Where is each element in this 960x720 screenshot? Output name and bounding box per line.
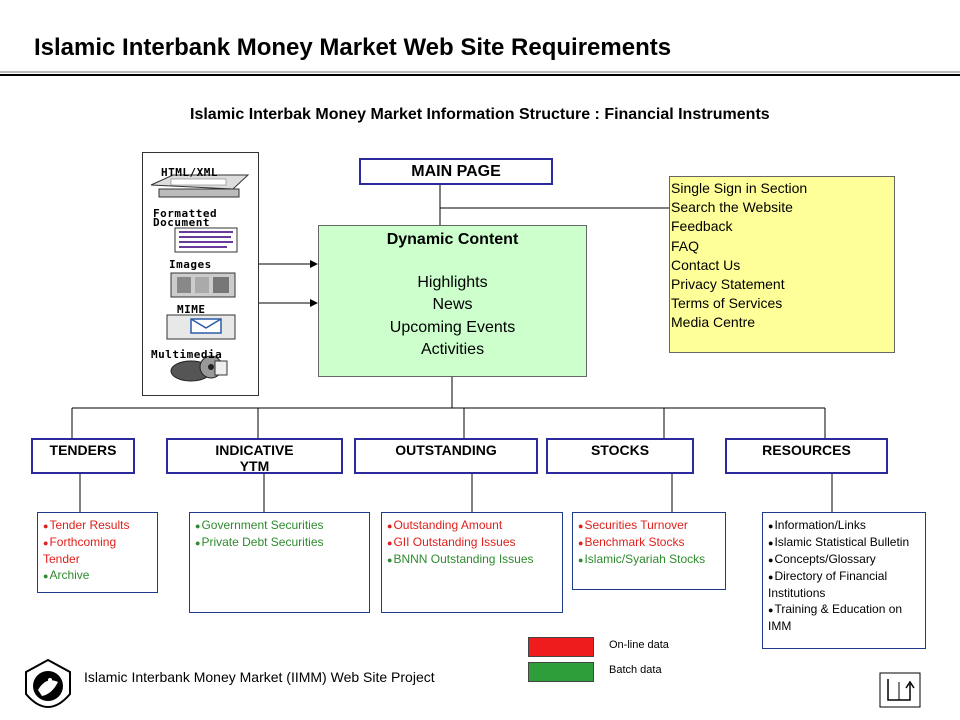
bullet-icon: ● — [578, 538, 584, 548]
iimm-logo-icon — [25, 658, 71, 708]
sub-item-text: Outstanding Amount — [393, 518, 503, 532]
sub-item-text: Forthcoming Tender — [43, 535, 117, 566]
dynamic-content-box: Dynamic Content Highlights News Upcoming… — [318, 225, 587, 377]
legend-swatch-online — [528, 637, 594, 657]
format-label-mime: MIME — [177, 303, 206, 316]
sub-item-text: GII Outstanding Issues — [393, 535, 516, 549]
site-link: Search the Website — [671, 199, 793, 216]
sub-item-text: Tender Results — [49, 518, 130, 532]
tenders-list: ●Tender Results●Forthcoming Tender●Archi… — [37, 512, 158, 593]
category-resources: RESOURCES — [725, 438, 888, 474]
bullet-icon: ● — [387, 555, 393, 565]
image-icon — [170, 272, 236, 298]
sub-item: ●Archive — [43, 567, 154, 584]
sub-item: ●Islamic/Syariah Stocks — [578, 551, 722, 568]
sub-item-text: Information/Links — [774, 518, 866, 532]
sub-item: ●Concepts/Glossary — [768, 551, 922, 568]
return-nav-icon — [879, 672, 921, 708]
main-page-box: MAIN PAGE — [359, 158, 553, 185]
legend-label-online: On-line data — [609, 639, 669, 651]
document-icon — [174, 227, 238, 253]
sub-item-text: Benchmark Stocks — [584, 535, 685, 549]
sub-item-text: Directory of Financial Institutions — [768, 569, 888, 600]
category-indicative-ytm: INDICATIVE YTM — [166, 438, 343, 474]
sub-item-text: Training & Education on IMM — [768, 602, 903, 633]
sub-item: ●Outstanding Amount — [387, 517, 559, 534]
format-label-document: Document — [153, 216, 210, 229]
sub-item: ●Private Debt Securities — [195, 534, 366, 551]
sub-item: ●BNNN Outstanding Issues — [387, 551, 559, 568]
sub-item-text: Securities Turnover — [584, 518, 688, 532]
sub-item-text: Islamic Statistical Bulletin — [774, 535, 910, 549]
sub-item-text: BNNN Outstanding Issues — [393, 552, 534, 566]
dynamic-item: Upcoming Events — [389, 318, 516, 336]
format-label-images: Images — [169, 258, 212, 271]
category-stocks: STOCKS — [546, 438, 694, 474]
sub-item: ●Forthcoming Tender — [43, 534, 154, 567]
format-label-html-xml: HTML/XML — [161, 166, 218, 179]
mail-icon — [166, 314, 236, 340]
site-link: FAQ — [671, 237, 700, 254]
dynamic-item: News — [432, 296, 473, 313]
printer-icon — [150, 174, 250, 198]
site-link: Terms of Services — [671, 295, 783, 312]
bullet-icon: ● — [387, 538, 393, 548]
resources-list: ●Information/Links●Islamic Statistical B… — [762, 512, 926, 649]
bullet-icon: ● — [195, 538, 201, 548]
site-link: Media Centre — [671, 314, 756, 331]
sub-item: ●Tender Results — [43, 517, 154, 534]
category-outstanding: OUTSTANDING — [354, 438, 538, 474]
outstanding-list: ●Outstanding Amount●GII Outstanding Issu… — [381, 512, 563, 613]
site-link: Feedback — [671, 218, 733, 235]
sub-item: ●Securities Turnover — [578, 517, 722, 534]
bullet-icon: ● — [768, 572, 774, 582]
sub-item-text: Archive — [49, 568, 90, 582]
cd-icon — [170, 355, 228, 382]
category-tenders: TENDERS — [31, 438, 135, 474]
sub-item: ●Benchmark Stocks — [578, 534, 722, 551]
stocks-list: ●Securities Turnover●Benchmark Stocks●Is… — [572, 512, 726, 590]
sub-item: ●GII Outstanding Issues — [387, 534, 559, 551]
arrowhead-1 — [310, 260, 318, 268]
sub-item-text: Government Securities — [201, 518, 324, 532]
diagram-subtitle: Islamic Interbak Money Market Informatio… — [190, 106, 770, 123]
slide-title: Islamic Interbank Money Market Web Site … — [34, 34, 672, 61]
bullet-icon: ● — [768, 555, 774, 565]
bullet-icon: ● — [768, 605, 774, 615]
indicative-ytm-list: ●Government Securities●Private Debt Secu… — [189, 512, 370, 613]
bullet-icon: ● — [43, 571, 49, 581]
sub-item-text: Islamic/Syariah Stocks — [584, 552, 706, 566]
bullet-icon: ● — [578, 521, 584, 531]
footer-text: Islamic Interbank Money Market (IIMM) We… — [84, 669, 435, 685]
bullet-icon: ● — [768, 521, 774, 531]
site-link: Privacy Statement — [671, 276, 785, 293]
bullet-icon: ● — [43, 521, 49, 531]
dynamic-item: Highlights — [417, 273, 488, 291]
formats-icons — [150, 174, 250, 382]
arrowhead-2 — [310, 299, 318, 307]
sub-item: ●Directory of Financial Institutions — [768, 568, 922, 601]
sub-item-text: Concepts/Glossary — [774, 552, 876, 566]
legend-label-batch: Batch data — [609, 664, 662, 676]
sub-item: ●Islamic Statistical Bulletin — [768, 534, 922, 551]
bullet-icon: ● — [578, 555, 584, 565]
bullet-icon: ● — [387, 521, 393, 531]
format-label-formatted: Formatted — [153, 207, 218, 220]
sub-item-text: Private Debt Securities — [201, 535, 324, 549]
dynamic-content-title: Dynamic Content — [386, 231, 519, 248]
bullet-icon: ● — [43, 538, 49, 548]
site-link: Single Sign in Section — [671, 180, 808, 196]
legend-swatch-batch — [528, 662, 594, 682]
bullet-icon: ● — [768, 538, 774, 548]
format-label-multimedia: Multimedia — [151, 348, 223, 361]
sub-item: ●Training & Education on IMM — [768, 601, 922, 634]
dynamic-item: Activities — [420, 341, 485, 358]
site-links-box: Single Sign in Section Search the Websit… — [669, 176, 895, 353]
sub-item: ●Information/Links — [768, 517, 922, 534]
bullet-icon: ● — [195, 521, 201, 531]
sub-item: ●Government Securities — [195, 517, 366, 534]
content-formats-panel: HTML/XML Formatted Document Images MIME … — [142, 152, 259, 396]
site-link: Contact Us — [671, 256, 741, 273]
